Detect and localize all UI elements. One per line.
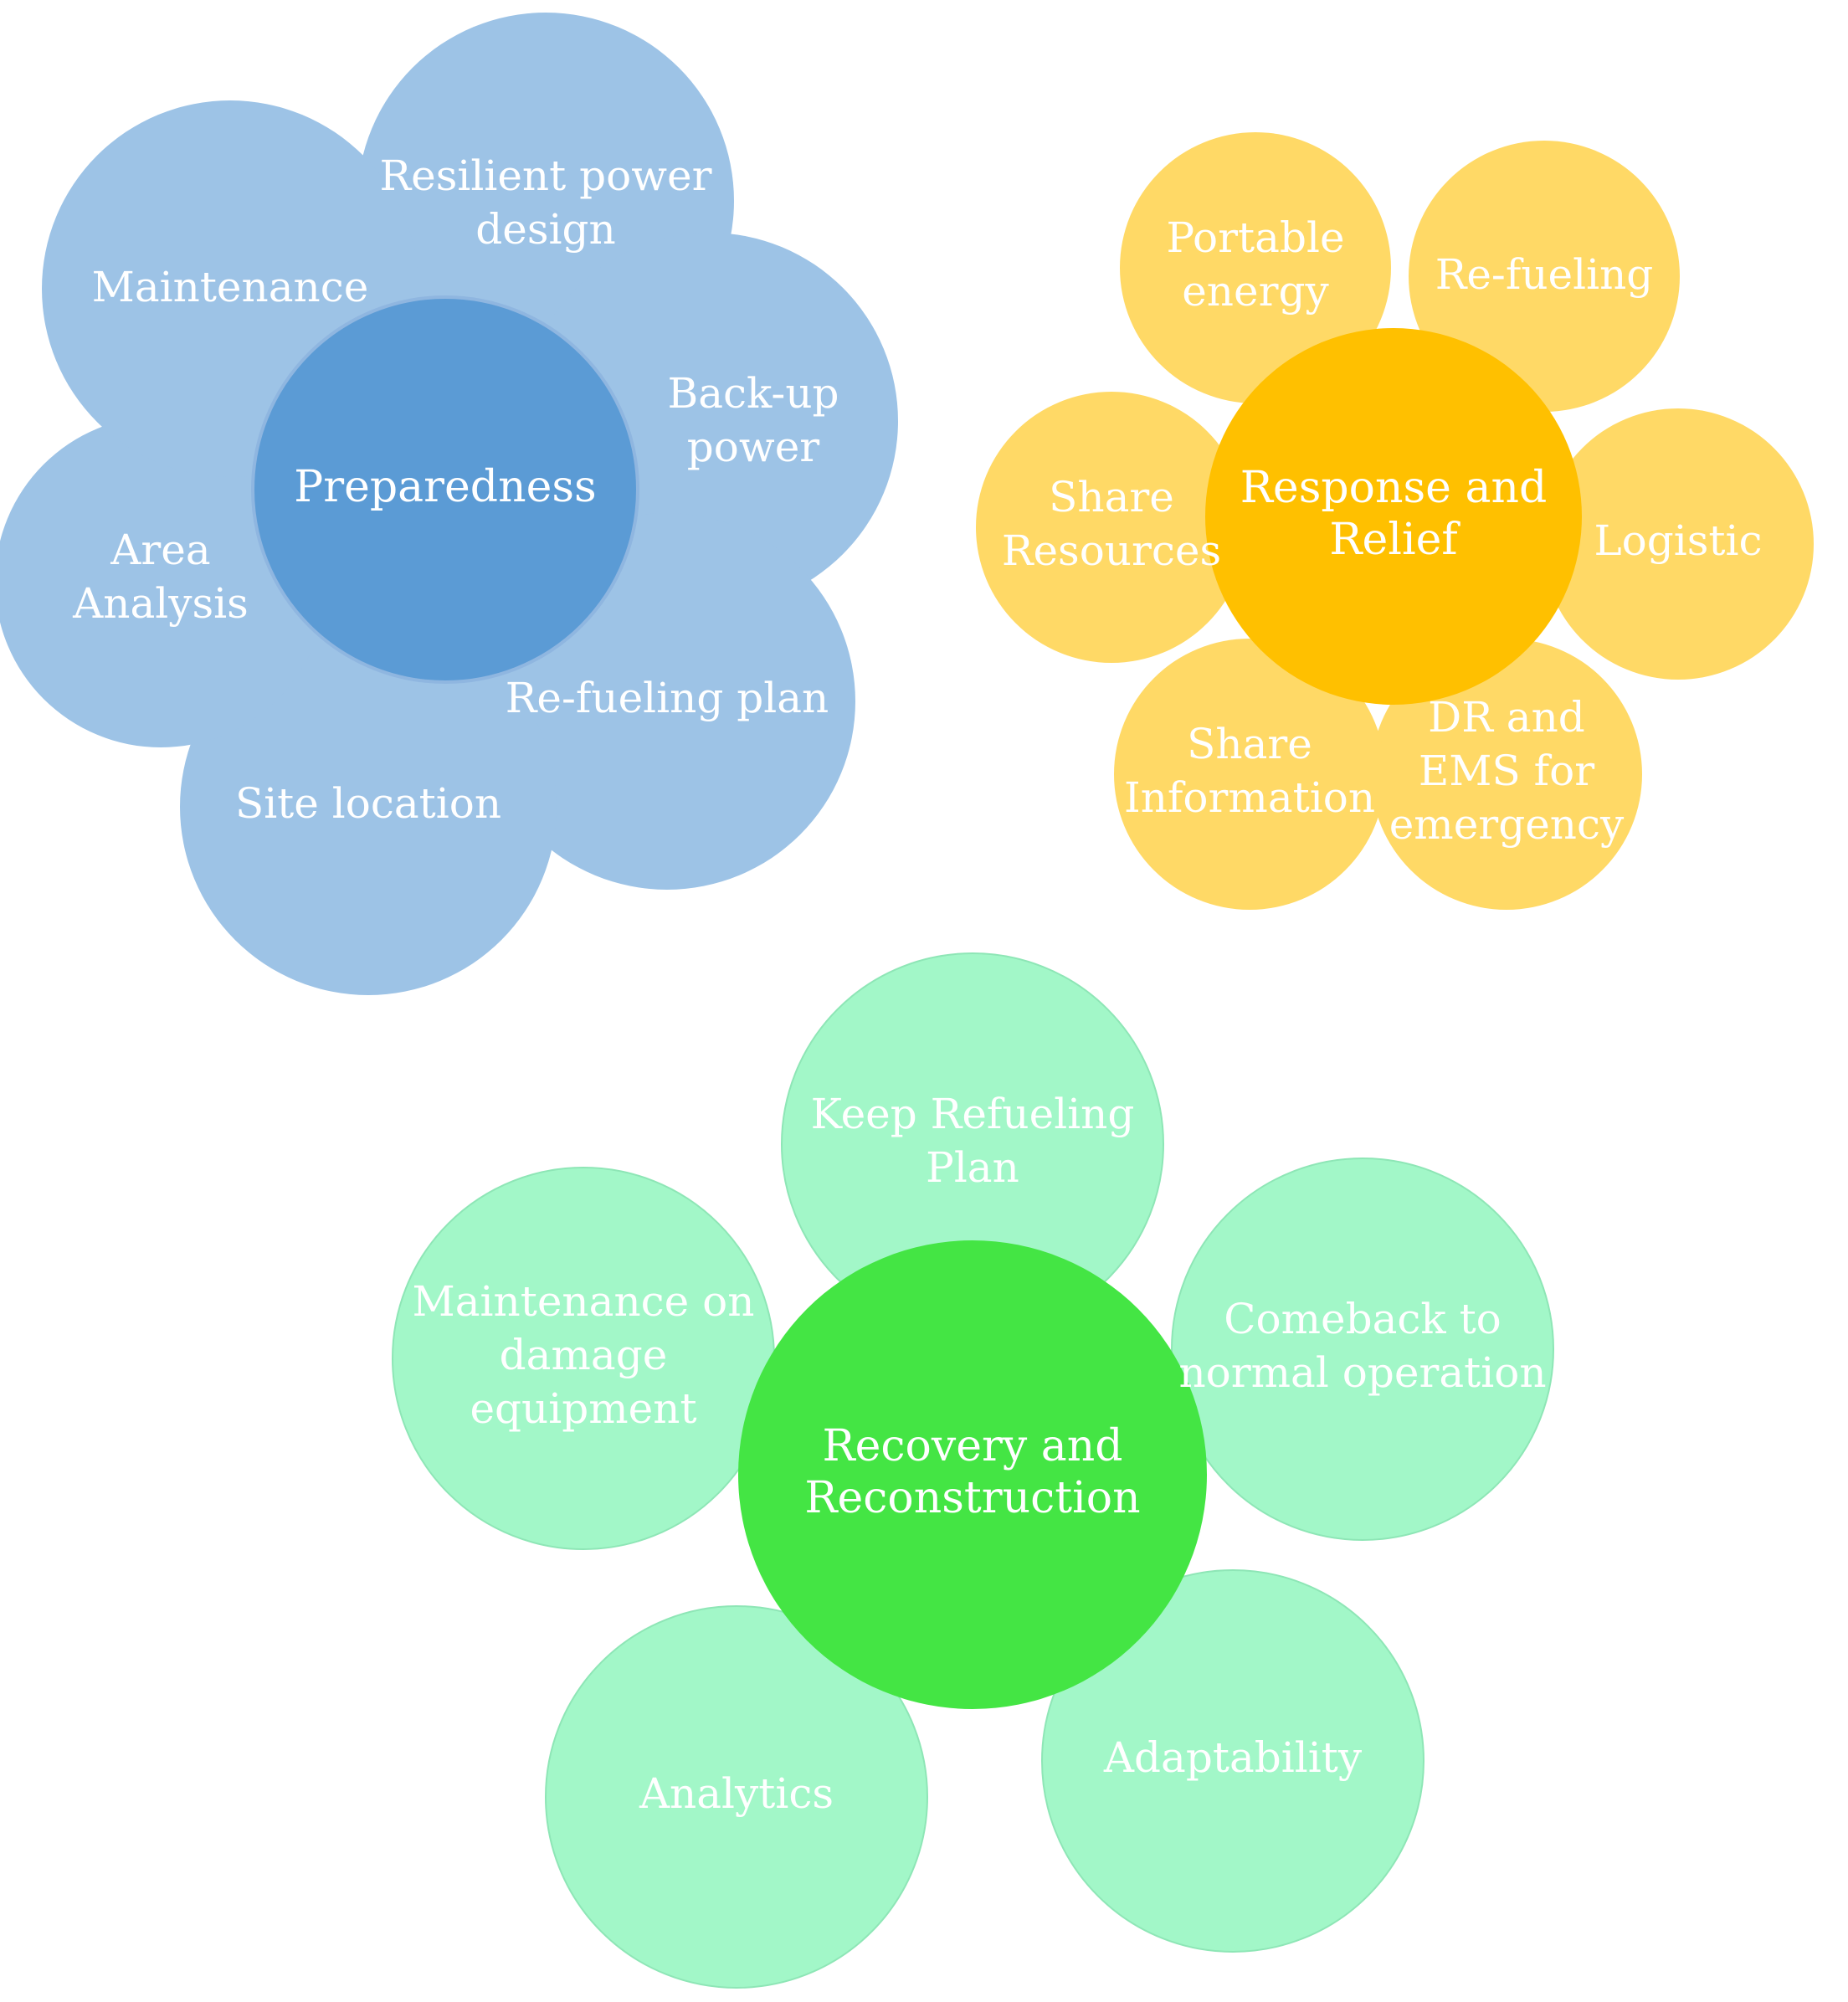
- recovery-petal-comeback-normal-operation: [1171, 1158, 1554, 1541]
- recovery-petal-analytics: [545, 1605, 928, 1989]
- label-line: Area: [110, 526, 210, 574]
- response-petal-share-information: [1114, 639, 1385, 910]
- response-petal-share-resources: [976, 392, 1247, 663]
- label-line: Information: [1124, 773, 1375, 822]
- preparedness-petal-label-maintenance: Maintenance: [92, 263, 369, 311]
- label-line: Re-fueling: [1435, 250, 1654, 299]
- label-line: energy: [1182, 267, 1329, 316]
- label-line: Adaptability: [1103, 1733, 1363, 1782]
- preparedness-hub: [251, 295, 639, 684]
- preparedness-petal-label-site-location: Site location: [235, 779, 501, 828]
- response-petal-re-fueling: [1409, 141, 1680, 412]
- preparedness-hub-label: Preparedness: [294, 462, 596, 512]
- label-line: Analytics: [639, 1769, 834, 1818]
- response-petal-label-re-fueling: Re-fueling: [1435, 250, 1654, 299]
- response-petal-label-logistic: Logistic: [1594, 516, 1762, 565]
- label-line: Preparedness: [294, 462, 596, 512]
- label-line: Resilient power: [379, 151, 711, 200]
- cluster-response: Portable energy Re-fueling Logistic DR an…: [976, 132, 1814, 910]
- preparedness-petal-site-location: [180, 619, 557, 995]
- label-line: emergency: [1389, 800, 1625, 849]
- label-line: Response and: [1240, 463, 1547, 513]
- label-line: Back-up: [667, 369, 839, 418]
- response-petal-logistic: [1543, 408, 1814, 680]
- label-line: equipment: [470, 1384, 696, 1433]
- label-line: Maintenance: [92, 263, 369, 311]
- label-line: Logistic: [1594, 516, 1762, 565]
- label-line: Portable: [1166, 213, 1344, 262]
- preparedness-petal-label-back-up-power: Back-up power: [667, 369, 839, 471]
- label-line: Resources: [1002, 526, 1221, 575]
- label-line: Recovery and: [822, 1421, 1122, 1471]
- label-line: Plan: [926, 1143, 1019, 1192]
- label-line: Comeback to: [1224, 1295, 1502, 1343]
- label-line: Keep Refueling: [811, 1090, 1135, 1138]
- response-petal-label-portable-energy: Portable energy: [1166, 213, 1344, 316]
- label-line: Analysis: [72, 579, 249, 628]
- label-line: DR and: [1428, 693, 1585, 742]
- label-line: EMS for: [1419, 747, 1594, 795]
- recovery-hub: [738, 1240, 1207, 1709]
- recovery-petal-label-analytics: Analytics: [639, 1769, 834, 1818]
- response-hub: [1205, 328, 1582, 705]
- label-line: Share: [1049, 473, 1174, 521]
- label-line: Share: [1187, 720, 1312, 768]
- label-line: power: [687, 423, 819, 471]
- label-line: Site location: [235, 779, 501, 828]
- label-line: damage: [500, 1331, 668, 1379]
- cluster-preparedness: Resilient power design Back-up power Re-fu…: [0, 13, 898, 995]
- response-petal-dr-ems: [1371, 639, 1642, 910]
- preparedness-petal-label-resilient-power-design: Resilient power design: [379, 151, 711, 254]
- response-petal-portable-energy: [1120, 132, 1391, 403]
- preparedness-petal-label-re-fueling-plan: Re-fueling plan: [506, 674, 829, 722]
- label-line: Re-fueling plan: [506, 674, 829, 722]
- label-line: Maintenance on: [413, 1277, 755, 1326]
- recovery-petal-label-maintenance-damage-equipment: Maintenance on damage equipment: [413, 1277, 755, 1433]
- label-line: Relief: [1329, 515, 1460, 565]
- recovery-petal-label-adaptability: Adaptability: [1103, 1733, 1363, 1782]
- label-line: Reconstruction: [804, 1473, 1140, 1523]
- recovery-petal-adaptability: [1041, 1569, 1424, 1953]
- label-line: design: [475, 205, 615, 254]
- preparedness-petal-area-analysis: [0, 416, 326, 747]
- label-line: normal operation: [1178, 1348, 1546, 1397]
- recovery-petal-label-comeback-normal-operation: Comeback to normal operation: [1178, 1295, 1546, 1397]
